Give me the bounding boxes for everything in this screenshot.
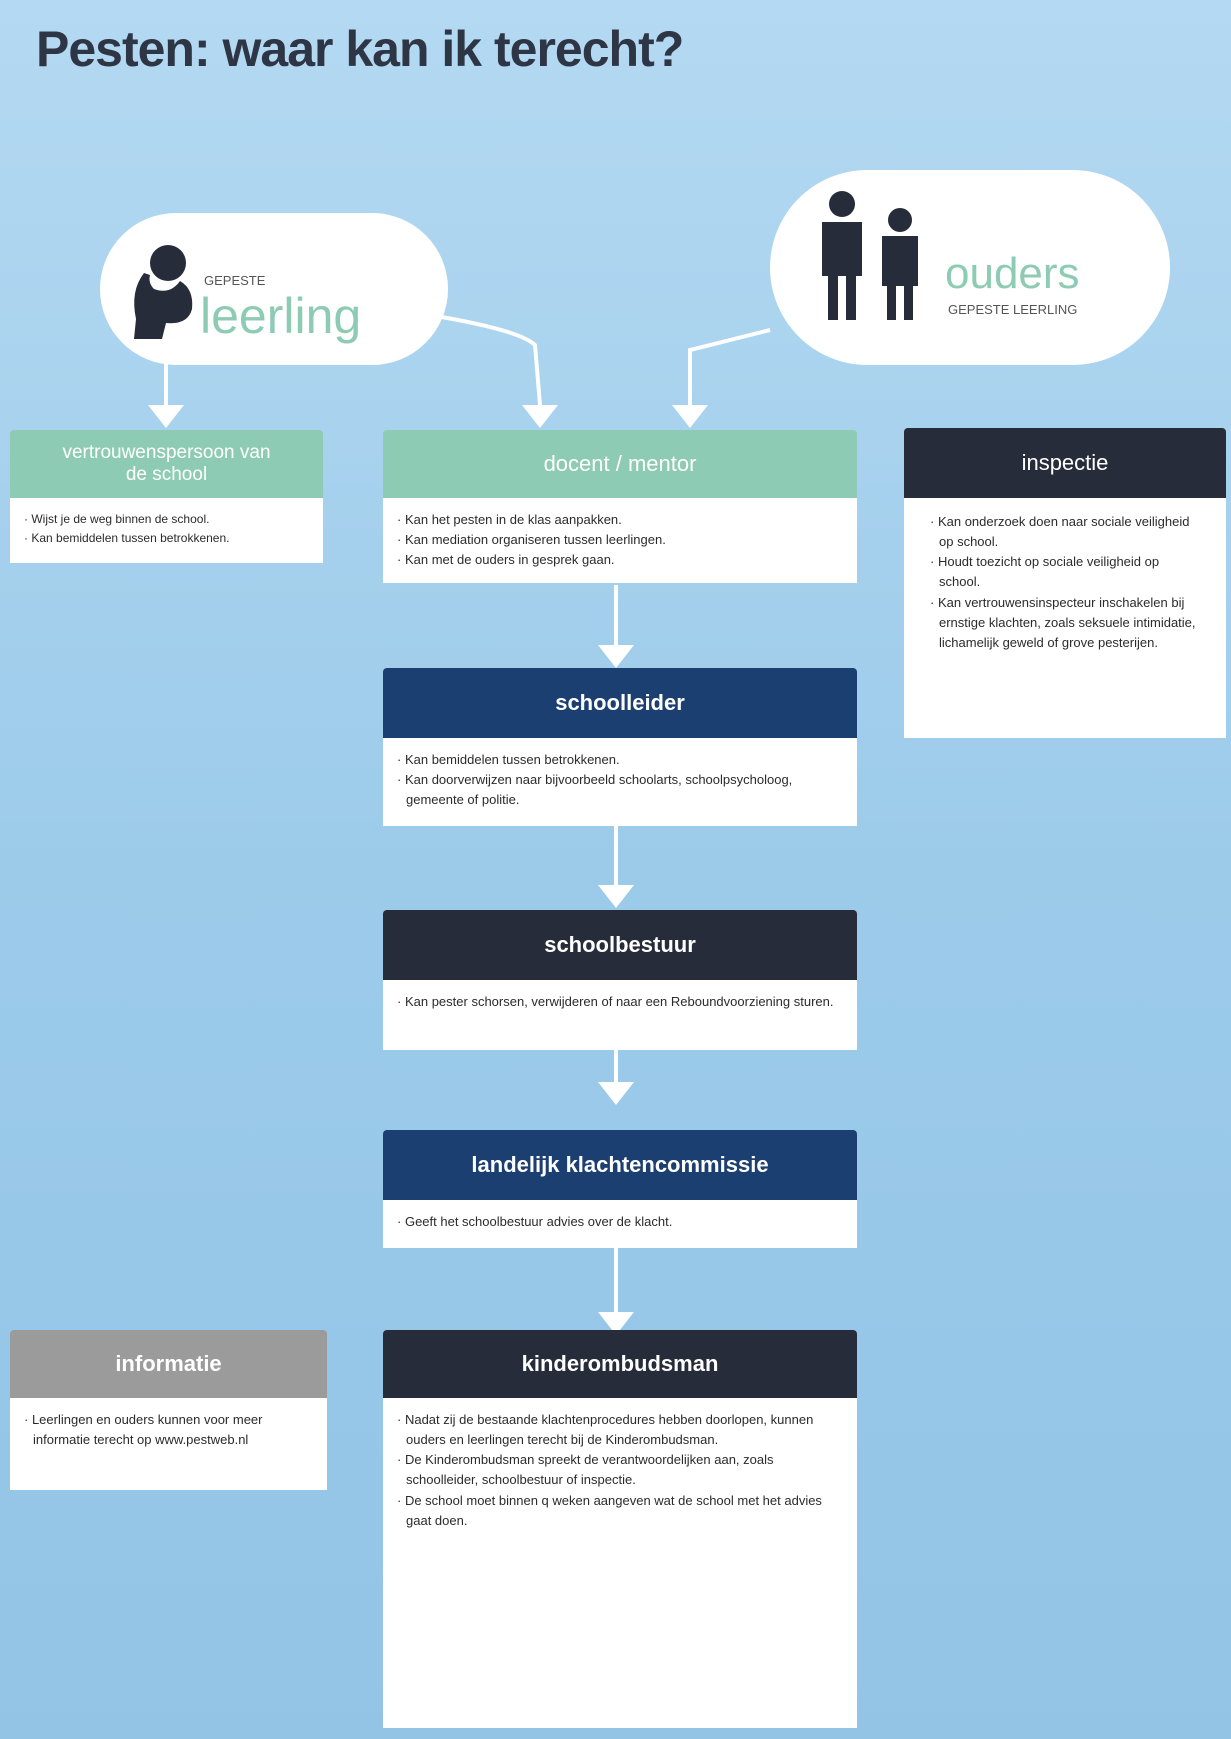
box-body: Nadat zij de bestaande klachtenprocedure… (383, 1398, 857, 1728)
box-vertrouwenspersoon: vertrouwenspersoon van de school Wijst j… (10, 430, 323, 563)
page-title: Pesten: waar kan ik terecht? (36, 21, 684, 77)
arrow-parents-to-docent (688, 328, 771, 405)
list-item: Kan bemiddelen tussen betrokkenen. (397, 750, 843, 770)
student-big-label: leerling (200, 288, 362, 344)
list-item: Kan mediation organiseren tussen leerlin… (397, 530, 843, 550)
sitting-child-icon (134, 245, 193, 339)
list-item: De Kinderombudsman spreekt de verantwoor… (397, 1450, 843, 1490)
parents-small-label: GEPESTE LEERLING (948, 302, 1078, 317)
box-schoolbestuur: schoolbestuur Kan pester schorsen, verwi… (383, 910, 857, 1050)
box-title: vertrouwenspersoon van de school (10, 430, 323, 498)
arrowhead (148, 405, 184, 428)
box-body: Kan pester schorsen, verwijderen of naar… (383, 980, 857, 1050)
student-small-label: GEPESTE (204, 273, 266, 288)
arrowhead (598, 645, 634, 668)
box-body: Kan onderzoek doen naar sociale veilighe… (904, 498, 1226, 738)
arrowhead (598, 1312, 634, 1335)
box-title: informatie (10, 1330, 327, 1398)
box-body: Geeft het schoolbestuur advies over de k… (383, 1200, 857, 1248)
arrowhead (672, 405, 708, 428)
box-informatie: informatie Leerlingen en ouders kunnen v… (10, 1330, 327, 1490)
box-title: inspectie (904, 428, 1226, 498)
list-item: De school moet binnen q weken aangeven w… (397, 1491, 843, 1531)
box-body: Wijst je de weg binnen de school. Kan be… (10, 498, 323, 563)
parents-bubble: ouders GEPESTE LEERLING (770, 170, 1170, 365)
box-body: Kan bemiddelen tussen betrokkenen. Kan d… (383, 738, 857, 826)
box-docent-mentor: docent / mentor Kan het pesten in de kla… (383, 430, 857, 583)
list-item: Nadat zij de bestaande klachtenprocedure… (397, 1410, 843, 1450)
box-schoolleider: schoolleider Kan bemiddelen tussen betro… (383, 668, 857, 826)
list-item: Kan met de ouders in gesprek gaan. (397, 550, 843, 570)
list-item: Kan doorverwijzen naar bijvoorbeeld scho… (397, 770, 843, 810)
list-item: Kan het pesten in de klas aanpakken. (397, 510, 843, 530)
student-bubble: GEPESTE leerling (100, 213, 448, 365)
box-title: landelijk klachtencommissie (383, 1130, 857, 1200)
arrow-student-to-docent (429, 313, 542, 406)
list-item: Houdt toezicht op sociale veiligheid op … (930, 552, 1202, 592)
box-title: kinderombudsman (383, 1330, 857, 1398)
list-item: Kan pester schorsen, verwijderen of naar… (397, 992, 843, 1012)
parents-big-label: ouders (945, 249, 1080, 298)
list-item: Kan onderzoek doen naar sociale veilighe… (930, 512, 1202, 552)
list-item: Leerlingen en ouders kunnen voor meer in… (24, 1410, 313, 1450)
list-item: Kan bemiddelen tussen betrokkenen. (24, 529, 309, 548)
arrowhead (522, 405, 558, 428)
box-body: Leerlingen en ouders kunnen voor meer in… (10, 1398, 327, 1490)
box-inspectie: inspectie Kan onderzoek doen naar social… (904, 428, 1226, 738)
box-title: schoolleider (383, 668, 857, 738)
list-item: Kan vertrouwensinspecteur inschakelen bi… (930, 593, 1202, 653)
list-item: Wijst je de weg binnen de school. (24, 510, 309, 529)
list-item: Geeft het schoolbestuur advies over de k… (397, 1212, 843, 1232)
box-kinderombudsman: kinderombudsman Nadat zij de bestaande k… (383, 1330, 857, 1728)
box-klachtencommissie: landelijk klachtencommissie Geeft het sc… (383, 1130, 857, 1248)
arrowhead (598, 1082, 634, 1105)
parents-icon (822, 191, 918, 320)
box-title: schoolbestuur (383, 910, 857, 980)
box-title: docent / mentor (383, 430, 857, 498)
arrowhead (598, 885, 634, 908)
box-body: Kan het pesten in de klas aanpakken. Kan… (383, 498, 857, 583)
